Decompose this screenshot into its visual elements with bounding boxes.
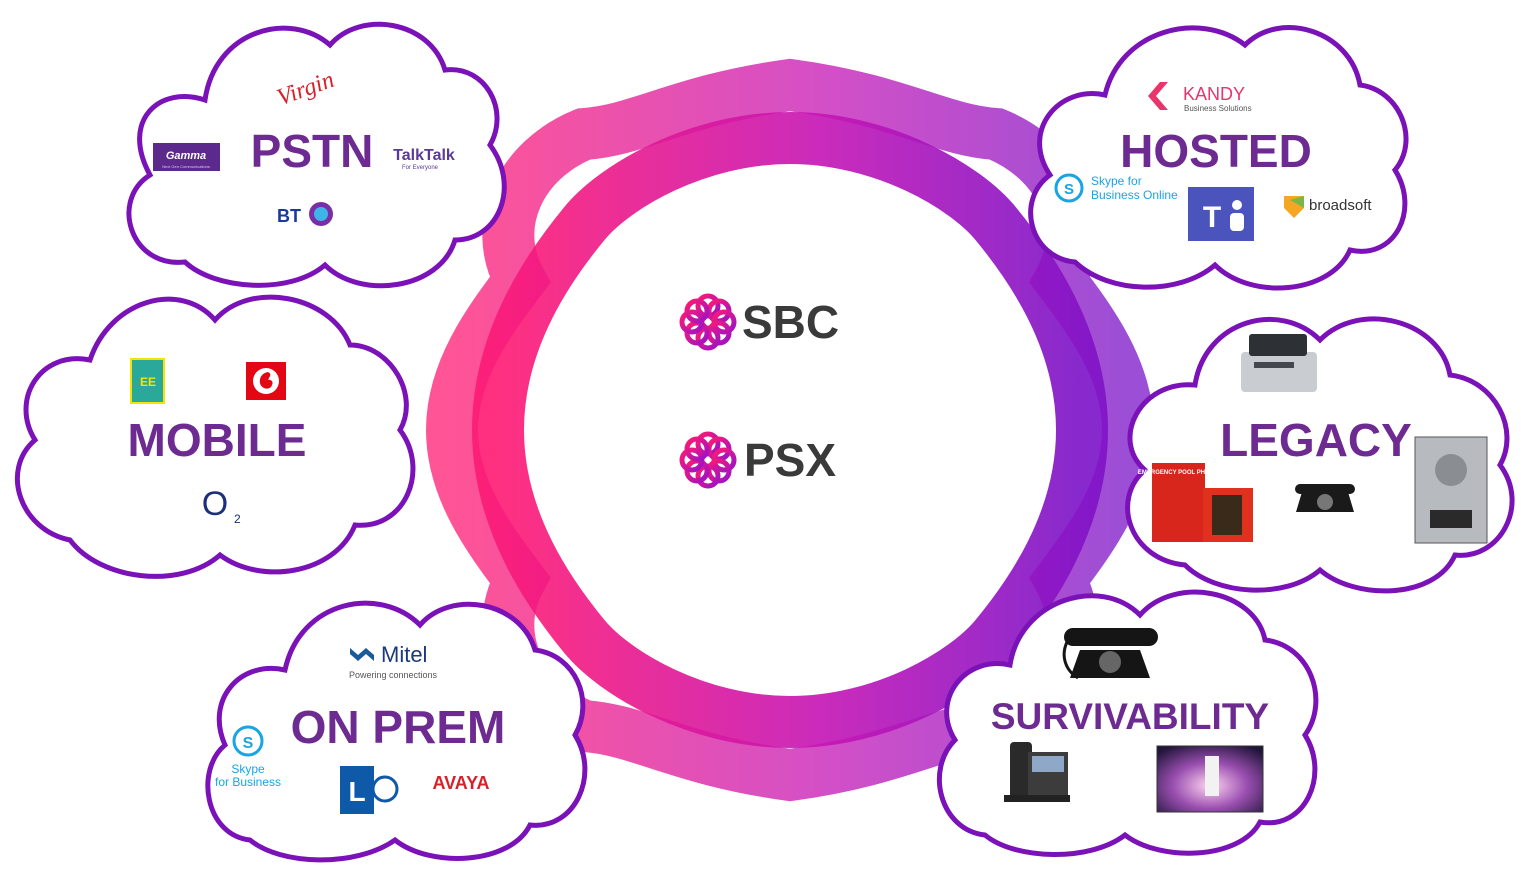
cloud-shape bbox=[1028, 25, 1409, 291]
pool-phone-label: EMERGENCY POOL PHONE bbox=[1138, 470, 1218, 476]
avaya-logo: AVAYA bbox=[432, 773, 489, 793]
ee-logo bbox=[131, 359, 164, 403]
teams-icon-letter: T bbox=[1203, 201, 1221, 234]
legacy-title: LEGACY bbox=[1220, 414, 1412, 466]
gamma-logo bbox=[153, 143, 220, 171]
ip-desk-phone-icon bbox=[1004, 742, 1070, 802]
skype-label-2: for Business bbox=[215, 775, 281, 789]
fax-machine-icon bbox=[1241, 334, 1317, 392]
skype-icon bbox=[232, 725, 264, 757]
survivability-cloud: SURVIVABILITY bbox=[937, 589, 1319, 857]
desktop-softphone-screen-icon bbox=[1156, 745, 1264, 813]
lync-icon-letter: L bbox=[348, 776, 365, 807]
mitel-logo-subtext: Powering connections bbox=[349, 670, 438, 680]
broadsoft-logo: broadsoft bbox=[1309, 197, 1372, 214]
talktalk-logo: TalkTalk bbox=[393, 147, 455, 164]
svg-text:S: S bbox=[1064, 181, 1074, 198]
cloud-shape bbox=[15, 294, 416, 579]
psx-label-group: PSX bbox=[679, 431, 836, 489]
cloud-shape bbox=[205, 600, 588, 863]
psx-logo-icon bbox=[679, 431, 737, 489]
mobile-title: MOBILE bbox=[128, 414, 307, 466]
mitel-logo: Mitel bbox=[381, 642, 427, 667]
lync-icon bbox=[340, 766, 374, 814]
sbc-logo-icon bbox=[679, 293, 737, 351]
skype-online-icon bbox=[1054, 173, 1084, 203]
rotary-desk-phone-icon bbox=[1062, 628, 1158, 680]
skype-online-label-2: Business Online bbox=[1091, 188, 1178, 202]
rotary-phone-icon bbox=[1295, 484, 1355, 512]
o2-logo: O bbox=[202, 485, 228, 523]
emergency-intercom-panel-icon bbox=[1414, 436, 1488, 544]
gamma-logo-subtext: Next Gen Communications bbox=[162, 164, 210, 169]
talktalk-logo-subtext: For Everyone bbox=[402, 165, 439, 171]
svg-text:S: S bbox=[243, 735, 254, 752]
emergency-pool-phone-icon: EMERGENCY POOL PHONE bbox=[1138, 463, 1253, 542]
psx-label: PSX bbox=[744, 434, 836, 486]
kandy-icon bbox=[1148, 82, 1168, 110]
cloud-shape bbox=[126, 21, 507, 289]
survivability-title: SURVIVABILITY bbox=[991, 696, 1270, 737]
skype-online-label-1: Skype for bbox=[1091, 174, 1142, 188]
mobile-cloud: MOBILE EE O 2 bbox=[15, 294, 416, 579]
pstn-title: PSTN bbox=[251, 125, 374, 177]
bt-logo: BT bbox=[277, 206, 301, 226]
o2-logo-subscript: 2 bbox=[234, 512, 241, 526]
teams-icon bbox=[1188, 187, 1254, 241]
sbc-label-group: SBC bbox=[679, 293, 839, 351]
ee-logo-text: EE bbox=[140, 375, 156, 389]
gamma-logo-text: Gamma bbox=[166, 150, 206, 162]
legacy-cloud: LEGACY EMERGENCY POOL PHONE bbox=[1125, 316, 1515, 594]
kandy-logo-subtext: Business Solutions bbox=[1184, 104, 1252, 113]
onprem-cloud: ON PREM Mitel Powering connections S Sky… bbox=[205, 600, 588, 863]
skype-label-1: Skype bbox=[231, 762, 265, 776]
mitel-icon bbox=[350, 648, 374, 661]
pstn-cloud: PSTN Virgin Gamma Next Gen Communication… bbox=[126, 21, 507, 289]
onprem-title: ON PREM bbox=[291, 701, 506, 753]
sbc-label: SBC bbox=[742, 296, 839, 348]
hosted-title: HOSTED bbox=[1120, 125, 1312, 177]
hosted-cloud: HOSTED KANDY Business Solutions S Skype … bbox=[1028, 25, 1409, 291]
kandy-logo: KANDY bbox=[1183, 84, 1245, 104]
